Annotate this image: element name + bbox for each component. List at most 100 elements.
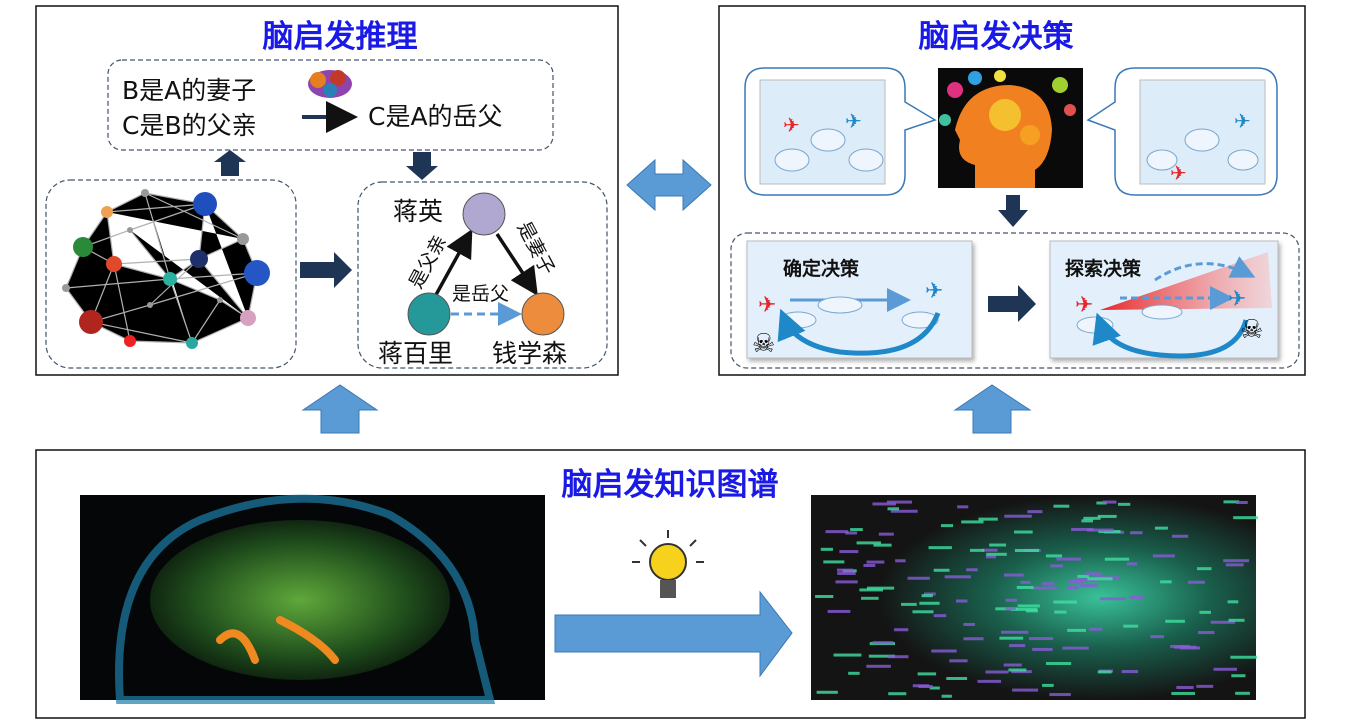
decision-title: 脑启发决策 (919, 19, 1074, 55)
graph-node-label (1042, 683, 1054, 687)
graph-node-label (929, 686, 940, 690)
graph-node-label (1009, 644, 1026, 648)
graph-node-label (1154, 526, 1168, 530)
graph-node-label (966, 568, 978, 572)
graph-node-label (866, 664, 891, 668)
graph-node-label (1160, 580, 1172, 584)
graph-node-label (1196, 684, 1214, 688)
graph-node-label (1198, 631, 1215, 635)
graph-node-label (890, 509, 918, 513)
graph-node-label (1053, 600, 1078, 604)
graph-node-label (933, 614, 947, 618)
node-jiang-baili: 蒋百里 (378, 339, 453, 368)
graph-node-label (957, 505, 969, 509)
red-plane-icon: ✈ (1170, 161, 1187, 185)
up-arrow-icon (214, 150, 246, 176)
graph-node-label (1011, 670, 1032, 674)
graph-node-label (1067, 628, 1087, 632)
graph-node-label (1104, 557, 1130, 561)
graph-node-label (985, 555, 996, 559)
graph-node-label (1083, 516, 1101, 520)
graph-node-label (1008, 668, 1027, 672)
graph-node-label (1199, 610, 1212, 614)
graph-node-label (888, 655, 909, 659)
graph-node-label (941, 694, 952, 698)
blue-plane-icon: ✈ (1228, 287, 1246, 312)
graph-node-label (1126, 562, 1138, 566)
graph-node-label (850, 528, 863, 532)
graph-node-label (1013, 530, 1033, 534)
graph-node-label (1213, 667, 1237, 671)
graph-node-label (1121, 670, 1139, 674)
graph-node-label (924, 592, 936, 596)
graph-node-label (1176, 686, 1194, 690)
graph-node-label (1231, 674, 1246, 678)
skull-icon: ☠ (752, 329, 775, 359)
graph-node-label (1235, 691, 1250, 695)
graph-node-label (837, 571, 856, 575)
graph-node-label (836, 568, 854, 572)
blue-plane-icon: ✈ (1234, 109, 1251, 133)
graph-node-label (1087, 577, 1113, 581)
graph-node-label (946, 676, 968, 680)
graph-node-label (1081, 519, 1094, 523)
graph-node-label (1074, 578, 1098, 582)
down-arrow-icon (406, 152, 438, 180)
graph-node-label (820, 547, 833, 551)
blue-plane-icon: ✈ (925, 279, 943, 304)
decision-panel: 脑启发决策 ✈ ✈ ✈ ✈ 确定决策 (718, 5, 1306, 376)
exploratory-decision-card: 探索决策 ✈ ✈ ☠ (1049, 240, 1279, 359)
graph-node-label (1225, 563, 1244, 567)
exploratory-label: 探索决策 (1065, 257, 1142, 280)
graph-node-label (861, 596, 879, 600)
graph-node-label (895, 559, 906, 563)
graph-node-label (1223, 500, 1240, 504)
graph-node-label (1030, 586, 1057, 590)
graph-node-label (985, 670, 1009, 674)
graph-node-label (928, 546, 952, 550)
graph-node-label (1117, 502, 1131, 506)
graph-node-label (1011, 607, 1038, 611)
red-plane-icon: ✈ (1075, 293, 1093, 318)
graph-node-label (894, 628, 909, 632)
graph-node-label (856, 541, 881, 545)
graph-node-label (1056, 557, 1082, 561)
knowledge-graph-title: 脑启发知识图谱 (562, 467, 779, 503)
relation-graph (407, 192, 565, 336)
graph-node-label (1233, 516, 1259, 520)
graph-node-label (1230, 655, 1258, 659)
cloud-icons (774, 128, 1259, 172)
premise-1: B是A的妻子 (122, 76, 256, 105)
graph-node-label (859, 588, 884, 592)
bidirectional-arrow-icon (626, 158, 712, 212)
graph-node-label (1012, 688, 1039, 692)
down-arrow-icon (998, 195, 1028, 227)
graph-node-label (1003, 663, 1022, 667)
graph-node-label (886, 500, 913, 504)
node-qian-xuesen: 钱学森 (492, 339, 567, 368)
right-arrow-icon (554, 590, 793, 678)
graph-node-label (949, 659, 968, 663)
graph-node-label (1227, 600, 1239, 604)
graph-node-label (1079, 584, 1098, 588)
graph-node-label (888, 692, 907, 696)
graph-node-label (872, 502, 896, 506)
graph-node-label (1045, 661, 1072, 665)
graph-node-label (835, 580, 858, 584)
up-arrow-icon (953, 384, 1032, 434)
graph-node-label (1016, 585, 1034, 589)
graph-node-label (1020, 580, 1031, 584)
graph-node-label (1150, 635, 1165, 639)
brain-scan-image (80, 494, 545, 704)
graph-node-label (1188, 580, 1205, 584)
graph-node-label (1054, 610, 1067, 614)
graph-node-label (1000, 630, 1029, 634)
graph-node-label (1123, 624, 1139, 628)
graph-node-label (1066, 586, 1079, 590)
graph-node-label (1045, 554, 1063, 558)
brain-icon (308, 70, 352, 98)
graph-node-label (1223, 559, 1250, 563)
graph-node-label (1099, 597, 1126, 601)
graph-node-label (963, 622, 976, 626)
graph-node-label (1098, 530, 1121, 534)
